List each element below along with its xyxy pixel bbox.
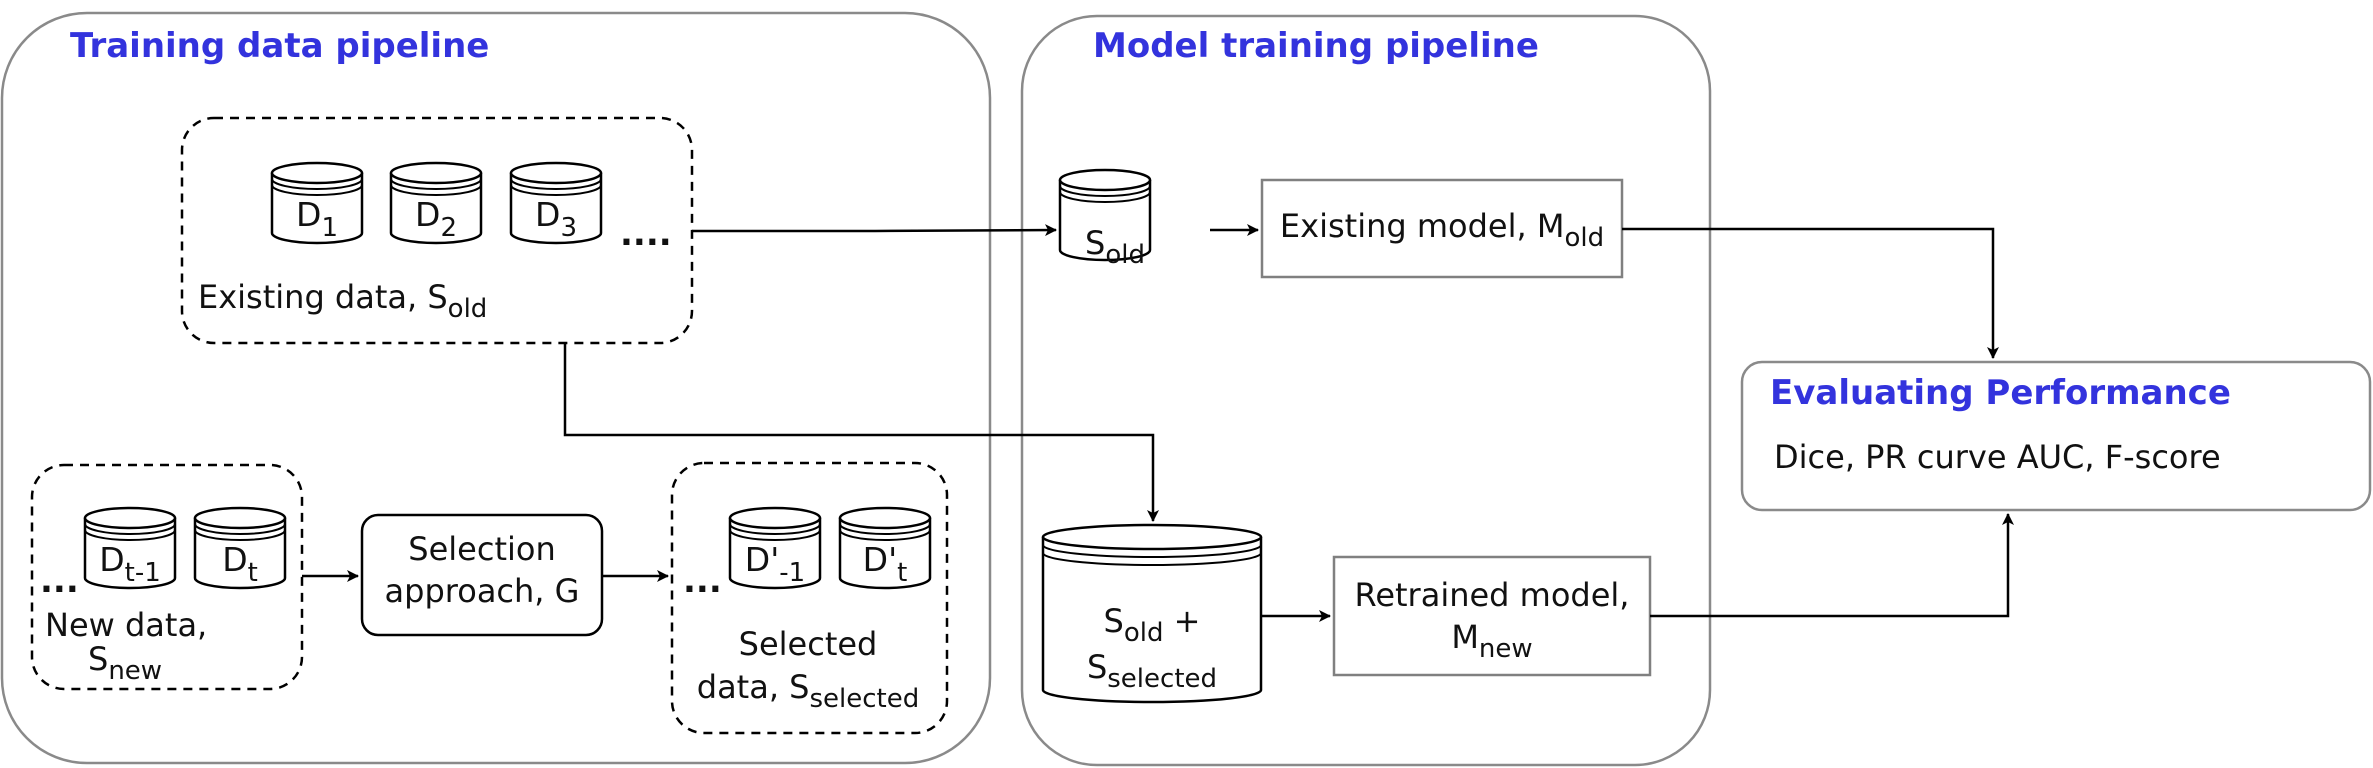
svg-text:Sold +: Sold + bbox=[1104, 602, 1201, 648]
database-d-prime-1-icon: D'-1 bbox=[728, 506, 822, 590]
new-data-caption-line2: Snew bbox=[88, 640, 162, 686]
svg-text:Sold: Sold bbox=[1085, 224, 1145, 270]
evaluation-box bbox=[1740, 360, 2372, 512]
new-data-caption-line1: New data, bbox=[45, 606, 207, 644]
database-d-prime-t-icon: D't bbox=[838, 506, 932, 590]
svg-text:Dt: Dt bbox=[222, 540, 258, 588]
evaluation-title: Evaluating Performance bbox=[1770, 373, 2231, 413]
model-training-panel bbox=[1020, 14, 1712, 767]
database-dt-1-icon: Dt-1 bbox=[83, 506, 177, 590]
existing-data-caption: Existing data, Sold bbox=[198, 278, 487, 324]
evaluation-metrics: Dice, PR curve AUC, F-score bbox=[1774, 438, 2221, 476]
training-data-panel bbox=[0, 11, 992, 765]
svg-text:D1: D1 bbox=[296, 195, 338, 243]
selected-data-group bbox=[670, 461, 949, 735]
arrow-existing-to-combined-db bbox=[563, 343, 1159, 522]
svg-text:D't: D't bbox=[863, 540, 908, 588]
model-training-panel-title: Model training pipeline bbox=[1093, 26, 1539, 66]
retrained-model-line1: Retrained model, bbox=[1355, 576, 1630, 614]
selected-data-caption-line1: Selected bbox=[739, 625, 878, 663]
combined-data-database-icon: Sold + Sselected bbox=[1041, 523, 1263, 704]
svg-text:D3: D3 bbox=[535, 195, 577, 243]
existing-model-box bbox=[1260, 178, 1624, 279]
arrow-existing-to-old-db bbox=[692, 224, 1057, 237]
selected-data-caption-line2: data, Sselected bbox=[697, 668, 920, 714]
arrow-existing-model-to-evaluation bbox=[1622, 227, 1999, 359]
svg-text:Dt-1: Dt-1 bbox=[99, 540, 161, 588]
retrained-model-box bbox=[1332, 555, 1652, 677]
retrained-model-line2: Mnew bbox=[1451, 618, 1532, 664]
arrow-retrained-model-to-evaluation bbox=[1650, 513, 2014, 618]
existing-model-label: Existing model, Mold bbox=[1280, 207, 1604, 253]
old-data-database-icon: Sold bbox=[1058, 168, 1152, 270]
selected-data-ellipsis: ... bbox=[683, 561, 722, 601]
database-dt-icon: Dt bbox=[193, 506, 287, 590]
database-d3-icon: D3 bbox=[509, 161, 603, 245]
svg-text:D'-1: D'-1 bbox=[745, 540, 805, 588]
existing-data-ellipsis: .... bbox=[620, 214, 672, 254]
svg-text:D2: D2 bbox=[415, 195, 457, 243]
new-data-ellipsis: ... bbox=[40, 561, 79, 601]
database-d1-icon: D1 bbox=[270, 161, 364, 245]
selection-approach-line1: Selection bbox=[408, 530, 555, 568]
database-d2-icon: D2 bbox=[389, 161, 483, 245]
selection-approach-line2: approach, G bbox=[385, 572, 580, 610]
training-data-panel-title: Training data pipeline bbox=[70, 26, 489, 66]
svg-text:Sselected: Sselected bbox=[1087, 648, 1217, 694]
